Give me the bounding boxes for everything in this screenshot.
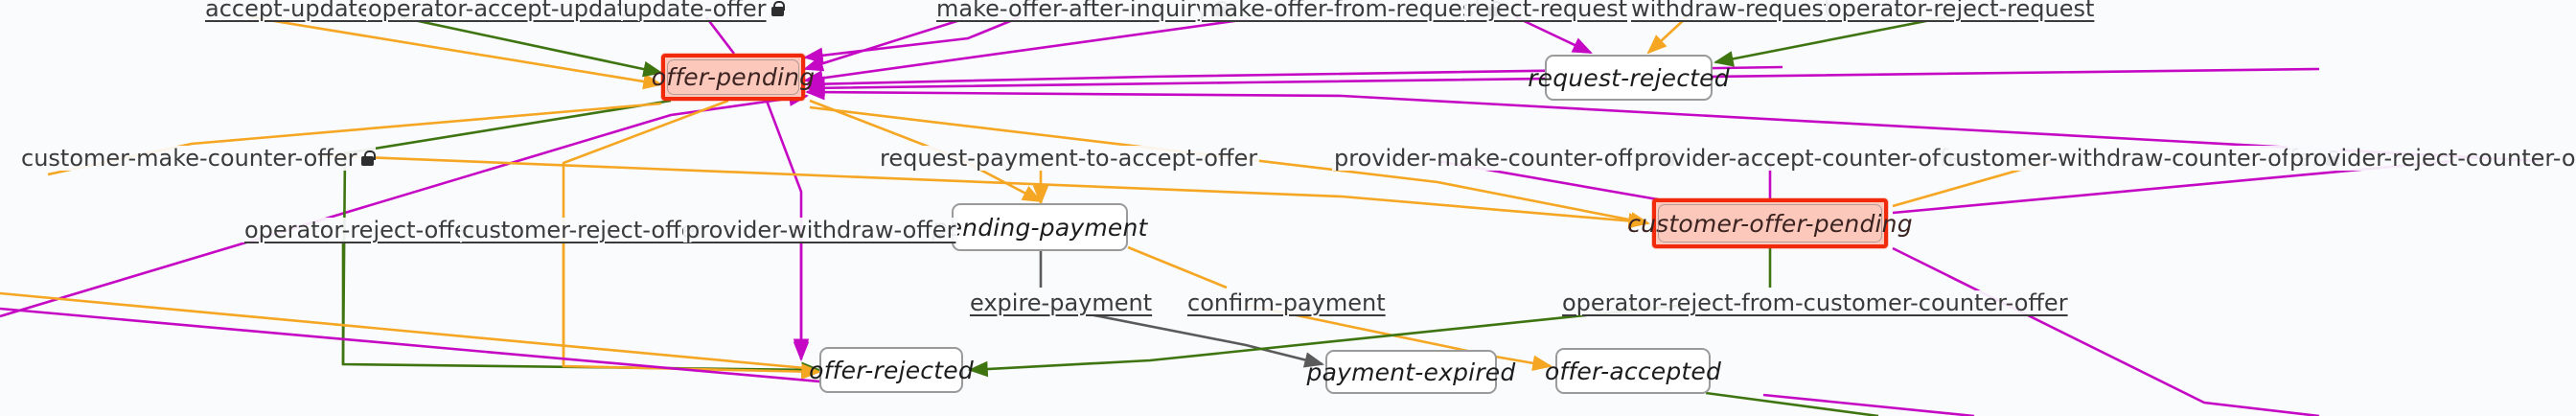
lock-icon [770, 1, 786, 17]
transition-label-customer-reject-offer[interactable]: customer-reject-offer [460, 217, 707, 243]
transition-label-make-offer-after-inquiry[interactable]: make-offer-after-inquiry [934, 0, 1229, 21]
transition-label-withdraw-request[interactable]: withdraw-request [1629, 0, 1835, 21]
state-node-offer-accepted[interactable]: offer-accepted [1545, 348, 1721, 394]
transition-label-expire-payment[interactable]: expire-payment [968, 289, 1155, 316]
state-label: offer-pending [651, 63, 816, 91]
transition-label-request-payment-to-accept-offer[interactable]: request-payment-to-accept-offer [878, 145, 1260, 172]
state-node-offer-rejected[interactable]: offer-rejected [809, 347, 974, 393]
transition-label-operator-reject-from-customer-counter-offer[interactable]: operator-reject-from-customer-counter-of… [1560, 289, 2070, 316]
state-label: request-rejected [1528, 63, 1730, 92]
state-label: pending-payment [932, 213, 1148, 242]
transition-label-provider-make-counter-offer[interactable]: provider-make-counter-offer [1332, 146, 1677, 171]
state-node-offer-pending[interactable]: offer-pending [652, 54, 815, 101]
transition-label-reject-request[interactable]: reject-request [1464, 0, 1630, 21]
transition-label-customer-make-counter-offer[interactable]: customer-make-counter-offer [19, 146, 377, 171]
transition-label-provider-reject-counter-offer[interactable]: provider-reject-counter-offer [2288, 146, 2576, 171]
transition-label-provider-withdraw-offer[interactable]: provider-withdraw-offer [683, 217, 958, 243]
state-node-request-rejected[interactable]: request-rejected [1528, 55, 1730, 101]
transition-label-make-offer-from-request[interactable]: make-offer-from-request [1200, 0, 1503, 21]
transition-label-operator-accept-update[interactable]: operator-accept-update [366, 0, 643, 21]
state-node-payment-expired[interactable]: payment-expired [1307, 350, 1515, 394]
lock-icon [361, 150, 376, 167]
state-label: offer-rejected [809, 356, 974, 384]
transition-label-update-offer[interactable]: update-offer [621, 0, 786, 21]
transition-label-accept-update[interactable]: accept-update [203, 0, 374, 21]
transition-label-operator-reject-request[interactable]: operator-reject-request [1826, 0, 2097, 21]
state-label: payment-expired [1306, 358, 1516, 386]
state-node-pending-payment[interactable]: pending-payment [932, 203, 1147, 251]
state-label: offer-accepted [1544, 357, 1722, 385]
transition-label-customer-withdraw-counter-offer[interactable]: customer-withdraw-counter-offer [1941, 146, 2340, 171]
state-label: customer-offer-pending [1627, 209, 1913, 238]
state-node-customer-offer-pending[interactable]: customer-offer-pending [1627, 198, 1913, 248]
transition-label-provider-accept-counter-offer[interactable]: provider-accept-counter-offer [1632, 145, 1974, 172]
transition-label-operator-reject-offer[interactable]: operator-reject-offer [242, 217, 480, 243]
transition-label-confirm-payment[interactable]: confirm-payment [1185, 289, 1388, 316]
